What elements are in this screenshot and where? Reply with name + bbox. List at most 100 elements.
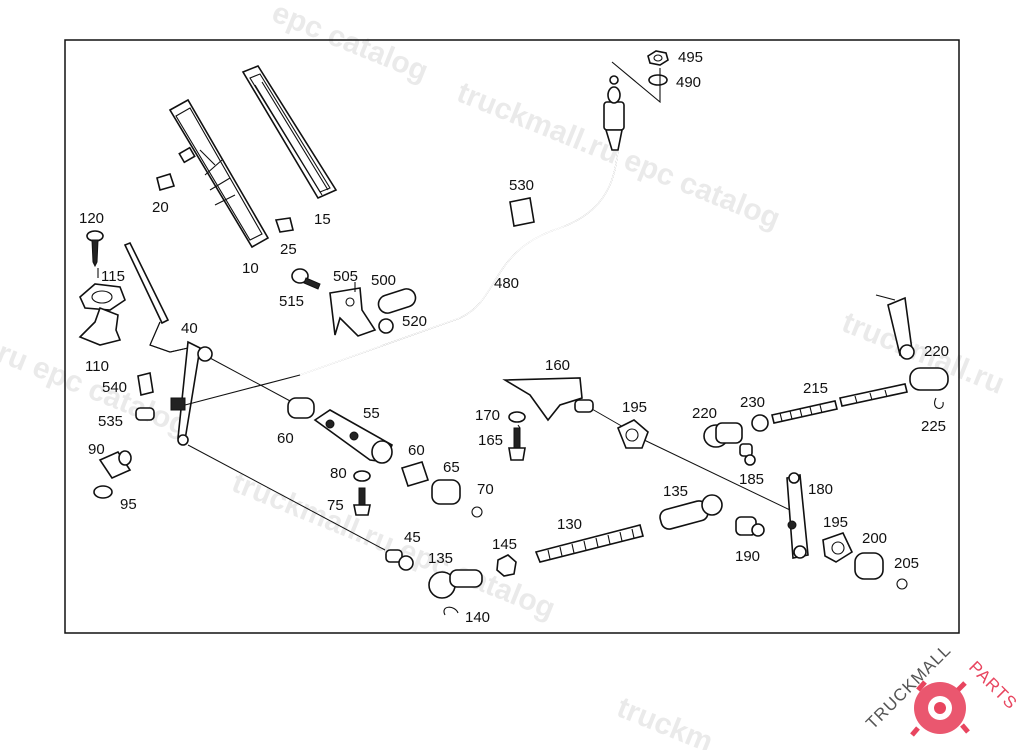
part-plate-55[interactable] [313,409,394,464]
part-bushing-65[interactable] [431,479,461,505]
part-bolt-515[interactable] [291,268,321,290]
callout-75: 75 [327,497,344,514]
callout-45: 45 [404,529,421,546]
callout-95: 95 [120,496,137,513]
part-clip-25[interactable] [274,217,294,233]
part-clip-140[interactable] [443,606,459,616]
part-nut-230[interactable] [751,414,769,432]
callout-110: 110 [85,358,109,375]
callout-490: 490 [676,74,701,91]
callout-190: 190 [735,548,760,565]
part-bolt-165[interactable] [508,427,526,461]
part-clip-225[interactable] [934,397,944,409]
watermark-text: ru epc catalog [0,336,193,443]
part-socket-135b[interactable] [658,494,723,531]
part-rod-40[interactable] [123,241,170,325]
part-ball-stud-185[interactable] [739,443,756,466]
callout-145: 145 [492,536,517,553]
diagram-frame [64,39,960,634]
part-lever-arm[interactable] [170,340,213,446]
callout-160: 160 [545,357,570,374]
callout-65: 65 [443,459,460,476]
part-bushing-60[interactable] [287,397,315,419]
callout-55: 55 [363,405,380,422]
callout-225: 225 [921,418,946,435]
part-ball-socket-220b[interactable] [909,367,949,391]
part-clip-70[interactable] [471,506,483,518]
callout-115: 115 [101,268,125,285]
part-lever-upper[interactable] [875,294,915,360]
callout-135b: 135 [663,483,688,500]
callout-540: 540 [102,379,127,396]
part-washer-95[interactable] [93,485,113,499]
part-ball-socket-220[interactable] [703,422,743,448]
part-cable-480[interactable] [184,75,625,406]
callout-480: 480 [494,275,519,292]
part-clip-530[interactable] [509,197,535,227]
part-socket-135[interactable] [428,569,483,599]
part-rod-215[interactable] [771,383,908,424]
callout-195b: 195 [823,514,848,531]
part-bushing-60b[interactable] [400,461,430,487]
callout-10: 10 [242,260,259,277]
part-lever-180[interactable] [786,472,809,559]
part-gasket-115[interactable] [79,283,126,311]
callout-230: 230 [740,394,765,411]
callout-205: 205 [894,555,919,572]
part-nut-520[interactable] [378,318,394,334]
callout-505: 505 [333,268,358,285]
part-bolt-75[interactable] [353,487,371,516]
callout-200: 200 [862,530,887,547]
assembly-line [187,444,386,551]
callout-25: 25 [280,241,297,258]
callout-60b: 60 [408,442,425,459]
callout-165: 165 [478,432,503,449]
callout-120: 120 [79,210,104,227]
part-bracket-505[interactable] [329,287,377,337]
part-bracket-160[interactable] [502,377,594,422]
part-bushing-195b[interactable] [822,532,854,563]
callout-520: 520 [402,313,427,330]
part-washer-80[interactable] [353,470,371,482]
part-washer-170[interactable] [508,411,526,423]
part-washer-490[interactable] [648,74,668,86]
part-boot-110[interactable] [78,306,122,346]
callout-170: 170 [475,407,500,424]
callouts: 10 15 20 25 40 45 55 60 60 65 70 75 80 9… [79,49,949,626]
part-bushing-500[interactable] [376,287,418,316]
callout-535: 535 [98,413,123,430]
callout-500: 500 [371,272,396,289]
part-bushing-200[interactable] [854,552,884,580]
callout-495: 495 [678,49,703,66]
callout-530: 530 [509,177,534,194]
part-bushing-195[interactable] [616,419,649,449]
callout-140: 140 [465,609,490,626]
part-540[interactable] [137,372,154,396]
part-535[interactable] [135,407,155,421]
part-bushing-90[interactable] [98,450,132,480]
callout-180: 180 [808,481,833,498]
leader-lines [97,268,521,429]
part-bracket-20[interactable] [156,173,176,191]
assembly-line [209,357,293,403]
part-threaded-rod-130[interactable] [534,524,644,563]
callout-135: 135 [428,550,453,567]
callout-515: 515 [279,293,304,310]
callout-195: 195 [622,399,647,416]
part-nut-145[interactable] [496,554,517,577]
part-pedal-10[interactable] [168,98,270,249]
part-nut-495[interactable] [647,50,669,66]
truckmall-logo: TRUCKMALL PARTS [862,640,1021,737]
part-clip-205[interactable] [896,578,908,590]
part-ball-stud-45[interactable] [385,549,414,571]
part-screw-120[interactable] [86,230,104,268]
part-pedal-pad-15[interactable] [241,65,338,200]
callout-15: 15 [314,211,331,228]
callout-215: 215 [803,380,828,397]
part-ball-stud-190[interactable] [735,516,765,537]
callout-90: 90 [88,441,105,458]
callout-60: 60 [277,430,294,447]
watermark-text: truckm [612,691,717,750]
